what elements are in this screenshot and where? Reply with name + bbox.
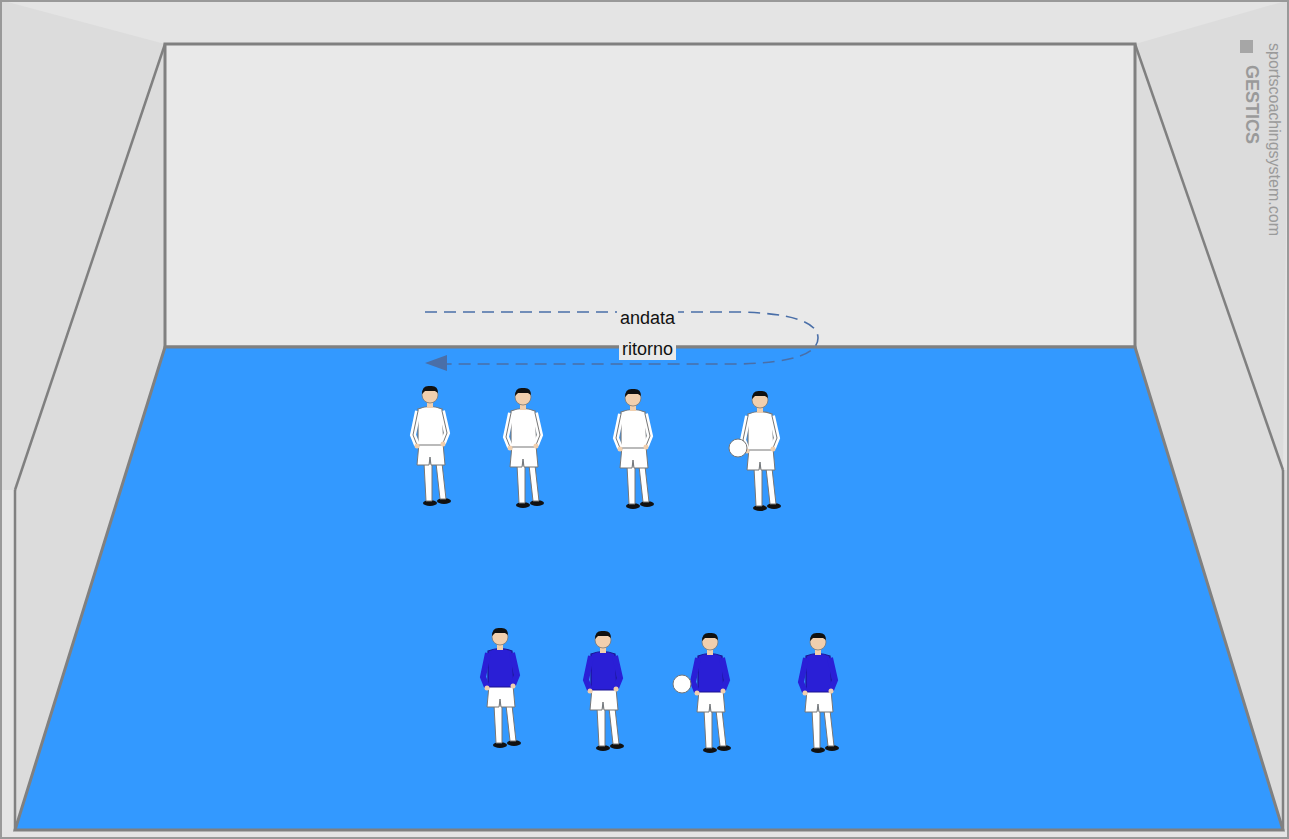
arrow-label: andata <box>617 308 678 329</box>
player-white <box>616 389 654 509</box>
wall-edge <box>15 44 165 490</box>
wall-edge <box>1135 44 1283 470</box>
player-white <box>413 386 451 506</box>
watermark: sportscoachingsystem.com <box>1265 40 1283 239</box>
wall-edge <box>14 490 17 830</box>
ball <box>673 675 691 693</box>
court-floor <box>15 347 1283 830</box>
player-blue <box>801 633 839 753</box>
arrow-label: ritorno <box>619 339 676 360</box>
watermark-icon <box>1240 40 1253 53</box>
player-white <box>743 391 781 511</box>
player-blue <box>586 631 624 751</box>
player-white <box>506 388 544 508</box>
player-blue <box>483 628 521 748</box>
watermark-brand: GESTICS <box>1241 62 1262 147</box>
back-wall <box>165 44 1135 347</box>
wall-edge <box>1282 470 1285 830</box>
arrowhead <box>425 355 447 371</box>
player-blue <box>693 633 731 753</box>
ball <box>729 439 747 457</box>
